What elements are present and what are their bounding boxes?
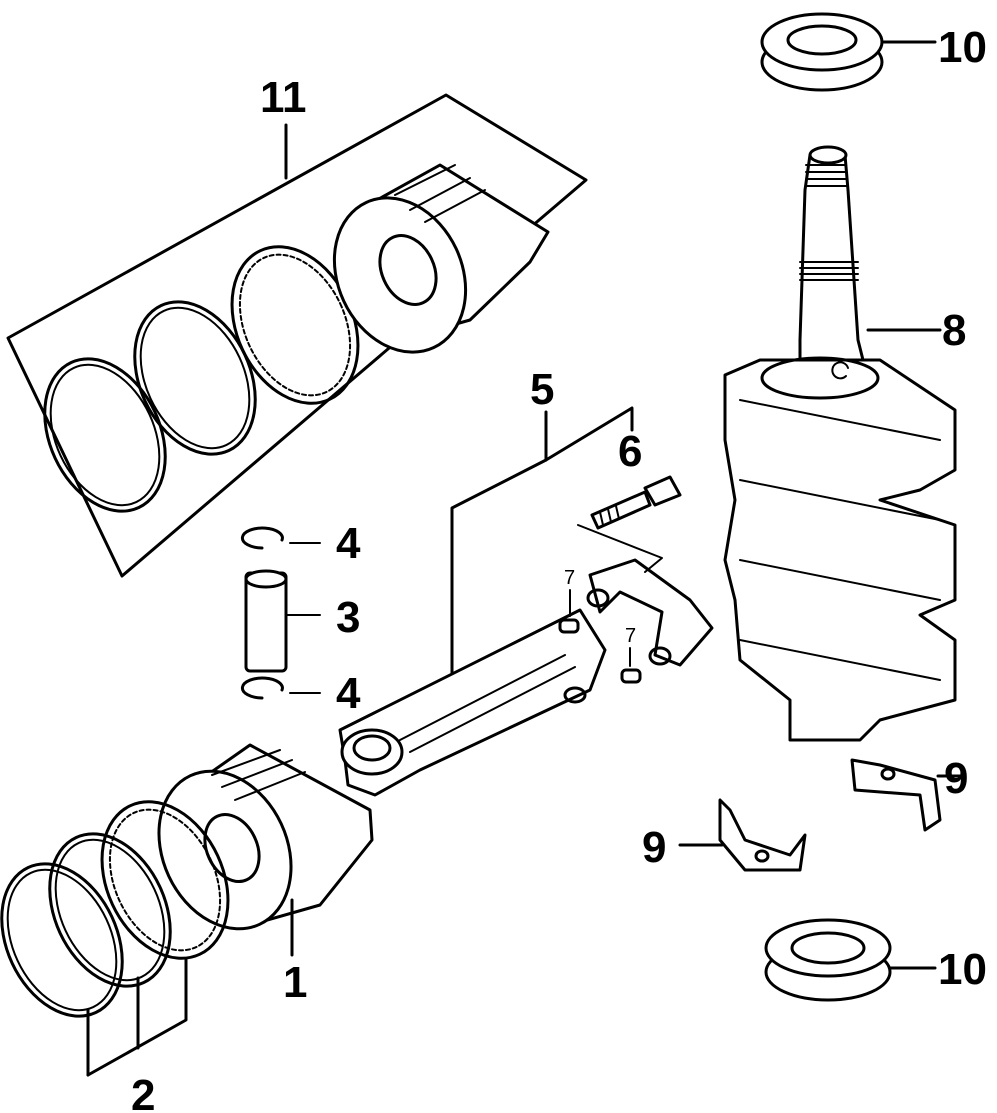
callout-11: 11 — [260, 73, 307, 122]
piston-pin — [244, 569, 321, 673]
callout-3: 3 — [336, 593, 360, 642]
piston-pin-clip-bottom — [240, 676, 321, 700]
callout-6: 6 — [618, 427, 642, 476]
oil-seal-bottom — [764, 918, 937, 1002]
piston — [157, 743, 374, 957]
kit-piston — [332, 163, 550, 354]
callout-5: 5 — [530, 365, 554, 414]
piston-kit-group — [6, 93, 588, 578]
callout-1: 1 — [283, 958, 307, 1007]
callout-7-right: 7 — [625, 625, 636, 647]
connecting-rod-cap — [586, 558, 714, 667]
kit-piston-ring-1 — [43, 357, 167, 513]
piston-ring-oil — [0, 862, 124, 1018]
kit-piston-ring-2 — [133, 300, 257, 456]
main-bearing-lower — [678, 798, 807, 872]
callout-4-bottom: 4 — [336, 669, 361, 718]
callout-4-top: 4 — [336, 519, 361, 568]
oil-seal-top — [760, 12, 937, 92]
callout-8: 8 — [942, 306, 966, 355]
callout-9-lower: 9 — [642, 823, 666, 872]
dowel-pin-1 — [558, 589, 580, 634]
main-bearing-upper — [850, 758, 962, 832]
connecting-rod — [338, 406, 634, 797]
callout-10-top: 10 — [938, 23, 987, 72]
leader-line-2b — [86, 958, 188, 1077]
callout-2: 2 — [131, 1071, 155, 1113]
callout-7-left: 7 — [564, 567, 575, 589]
piston-pin-clip-top — [240, 526, 321, 550]
piston-ring-second — [48, 832, 172, 988]
callout-9-upper: 9 — [944, 754, 968, 803]
callout-10-bottom: 10 — [938, 945, 987, 994]
crankshaft — [723, 145, 957, 742]
dowel-pin-2 — [620, 647, 642, 684]
connecting-rod-bolt — [577, 475, 682, 573]
piston-ring-top — [100, 800, 230, 960]
